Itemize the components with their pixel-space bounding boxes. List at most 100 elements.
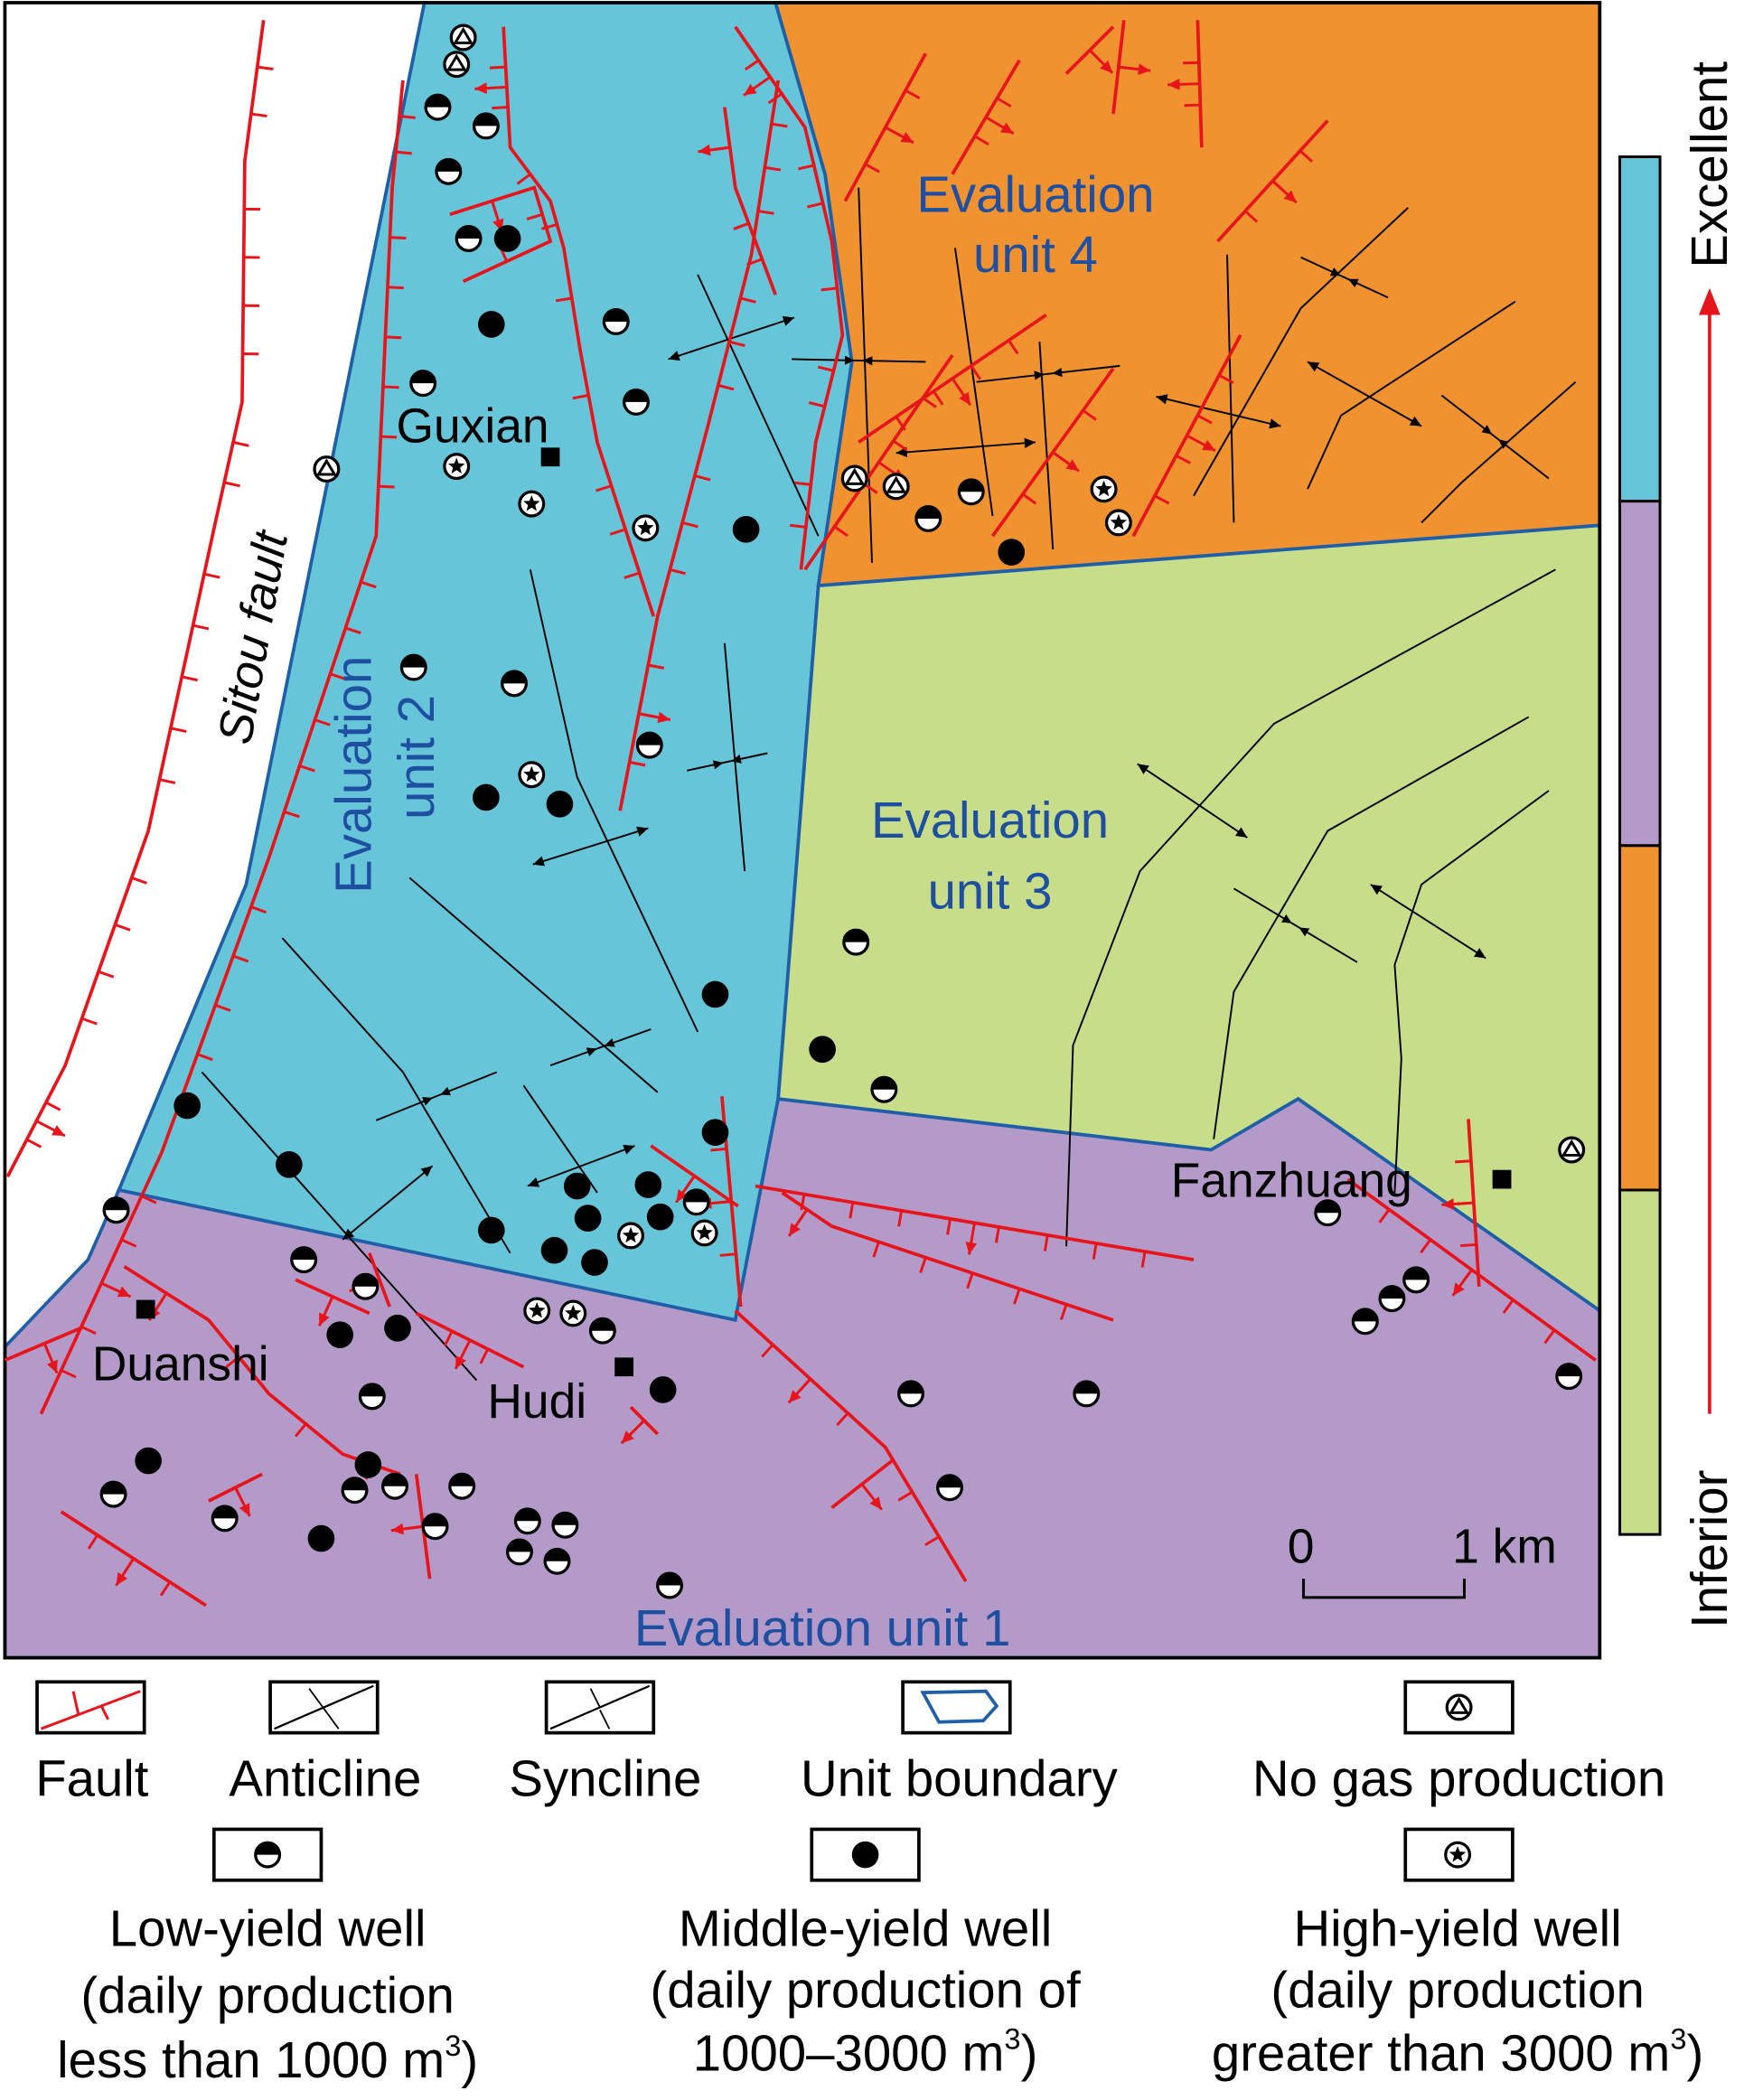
syncline-axis xyxy=(791,355,926,366)
low-yield-well-icon xyxy=(421,1513,449,1541)
fault-line xyxy=(650,1144,739,1208)
town-marker-icon xyxy=(614,1357,634,1377)
low-yield-well-icon xyxy=(448,1472,476,1500)
map-frame xyxy=(3,1,1602,1660)
middle-yield-well-icon xyxy=(701,980,729,1008)
legend-middle-yield: Middle-yield well (daily production of 1… xyxy=(651,1827,1081,2082)
no-gas-well-icon xyxy=(882,473,910,501)
syncline-axis xyxy=(549,1028,652,1066)
structure-line xyxy=(1193,207,1409,497)
middle-yield-well-icon xyxy=(326,1321,354,1348)
structure-line xyxy=(1421,380,1577,524)
legend-fault: Fault xyxy=(35,1680,149,1806)
fault-line xyxy=(620,1405,660,1445)
fault-line xyxy=(858,313,1047,444)
low-yield-well-icon xyxy=(472,112,500,140)
fault-line xyxy=(1111,20,1151,115)
fault-line xyxy=(1167,20,1204,148)
low-yield-well-icon xyxy=(682,1188,710,1216)
anticline-axis xyxy=(532,826,649,867)
low-yield-well-icon xyxy=(936,1474,963,1502)
unit-2-label-line2: unit 2 xyxy=(388,695,445,820)
scale-zero: 0 xyxy=(1288,1520,1315,1573)
high-yield-well-icon xyxy=(1104,509,1132,537)
structure-line xyxy=(1213,716,1530,1139)
legend-no-gas: No gas production xyxy=(1252,1680,1665,1806)
fault-line xyxy=(1064,25,1115,75)
low-yield-well-icon xyxy=(102,1196,130,1224)
low-yield-well-icon xyxy=(656,1571,684,1599)
legend-anticline-label: Anticline xyxy=(229,1749,421,1806)
no-gas-well-icon xyxy=(443,51,471,79)
structure-line xyxy=(1226,254,1235,523)
legend-low-line1: Low-yield well xyxy=(109,1899,427,1956)
middle-yield-well-icon xyxy=(307,1524,335,1552)
inferior-label: Inferior xyxy=(1681,1470,1738,1628)
low-yield-well-icon xyxy=(914,504,942,532)
legend-low-line3: less than 1000 m3) xyxy=(57,2029,478,2088)
low-yield-well-icon xyxy=(399,653,427,681)
anticline-axis xyxy=(1137,763,1248,839)
legend-high-line3: greater than 3000 m3) xyxy=(1212,2022,1703,2082)
middle-yield-well-icon xyxy=(581,1249,608,1276)
structure-line xyxy=(723,642,746,872)
unit-1-label: Evaluation unit 1 xyxy=(634,1599,1011,1656)
fault-line xyxy=(208,1472,264,1517)
high-yield-well-icon xyxy=(690,1219,718,1247)
fold-axes xyxy=(201,187,1577,1382)
low-yield-well-icon xyxy=(505,1538,533,1566)
legend: Fault Anticline Syncline Unit boundary N… xyxy=(35,1680,1703,2088)
syncline-axis xyxy=(976,364,1120,383)
anticline-axis xyxy=(342,1165,434,1241)
fault-line xyxy=(843,52,927,202)
unit-4-label-line2: unit 4 xyxy=(973,226,1098,283)
middle-yield-well-icon xyxy=(276,1150,303,1178)
high-yield-well-icon xyxy=(518,761,546,789)
fault-line xyxy=(39,80,416,1415)
low-yield-well-icon xyxy=(622,388,650,416)
high-yield-well-icon xyxy=(617,1222,645,1250)
fault-line xyxy=(781,1191,1114,1322)
syncline-axis xyxy=(1300,256,1389,299)
low-yield-well-icon xyxy=(352,1272,380,1300)
high-yield-well-icon xyxy=(632,514,660,542)
fault-line xyxy=(295,1278,370,1327)
middle-yield-well-icon xyxy=(546,791,574,818)
legend-high-line2: (daily production xyxy=(1270,1962,1644,2019)
town-marker-icon xyxy=(540,447,560,467)
syncline-axis xyxy=(375,1071,498,1121)
legend-middle-line3: 1000–3000 m3) xyxy=(693,2022,1038,2082)
low-yield-well-icon xyxy=(588,1317,616,1345)
quality-color-bar: Excellent Inferior xyxy=(1618,61,1738,1628)
middle-yield-well-icon xyxy=(646,1203,674,1231)
middle-yield-well-icon xyxy=(809,1036,836,1064)
low-yield-well-icon xyxy=(290,1246,318,1274)
high-yield-well-icon xyxy=(559,1299,587,1327)
low-yield-well-icon xyxy=(1378,1285,1406,1313)
low-yield-well-icon xyxy=(842,928,870,956)
no-gas-well-icon xyxy=(1558,1136,1586,1164)
low-yield-well-icon xyxy=(501,670,528,698)
low-yield-well-icon xyxy=(455,225,483,252)
structure-line xyxy=(953,248,994,517)
low-yield-well-icon xyxy=(551,1511,579,1539)
structure-line xyxy=(1393,790,1550,1193)
middle-yield-well-icon xyxy=(473,783,500,811)
structure-line xyxy=(408,877,659,1093)
middle-yield-well-icon xyxy=(634,1171,662,1198)
high-yield-well-icon xyxy=(518,490,546,518)
structure-line xyxy=(1038,342,1055,550)
low-yield-well-icon xyxy=(543,1547,571,1575)
legend-unit-boundary: Unit boundary xyxy=(801,1680,1119,1806)
low-yield-well-icon xyxy=(870,1075,898,1103)
town-hudi: Hudi xyxy=(487,1375,586,1429)
legend-middle-line2: (daily production of xyxy=(651,1962,1081,2019)
anticline-axis xyxy=(1156,394,1281,429)
high-yield-well-icon xyxy=(1444,1841,1472,1869)
low-yield-well-icon xyxy=(424,93,452,121)
anticline-axis xyxy=(1370,884,1486,960)
syncline-axis xyxy=(1233,887,1358,963)
town-fanzhuang: Fanzhuang xyxy=(1171,1154,1412,1207)
low-yield-well-icon xyxy=(635,731,663,759)
legend-high-yield: High-yield well (daily production greate… xyxy=(1212,1827,1703,2082)
